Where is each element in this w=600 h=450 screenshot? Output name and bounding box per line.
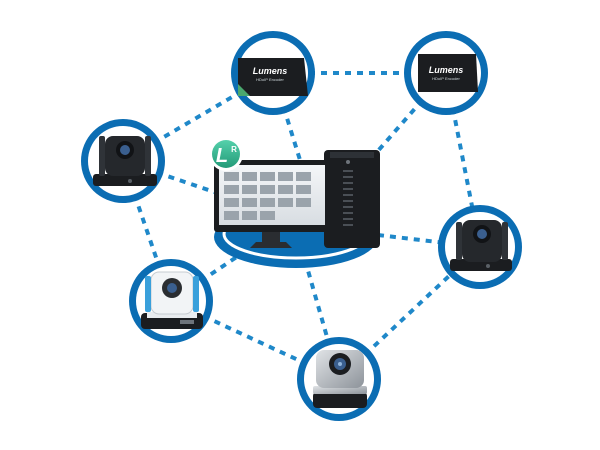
encoder-right-model: HDoIP Encoder [432,76,460,81]
encoder-box-icon: Lumens HDoIP Encoder [418,54,478,92]
encoder-left-model: HDoIP Encoder [256,77,284,82]
node-camera-right[interactable] [438,205,522,289]
encoder-left-brand: Lumens [253,66,288,76]
ptz-camera-white-icon [141,271,203,329]
badge-letter: L [216,145,228,167]
node-camera-left-top[interactable] [81,119,165,203]
badge-superscript: R [231,145,237,154]
node-camera-bottom[interactable] [297,337,381,421]
link-enc-right-hub [368,71,448,162]
computer-workstation-icon[interactable] [214,150,380,248]
monitor-thumbnails [224,172,311,220]
node-encoder-right[interactable]: Lumens HDoIP Encoder [404,31,488,115]
ptz-camera-black-icon [450,220,512,271]
ptz-camera-silver-icon [313,350,367,408]
link-hub-cam-b [303,259,341,380]
encoder-right-brand: Lumens [429,65,464,75]
encoder-box-icon: Lumens HDoIP Encoder [238,58,308,96]
ptz-camera-black-icon [93,136,157,186]
node-encoder-left[interactable]: Lumens HDoIP Encoder [231,31,315,115]
node-camera-left-bottom[interactable] [129,259,213,343]
software-badge-icon[interactable]: L R [209,137,243,171]
